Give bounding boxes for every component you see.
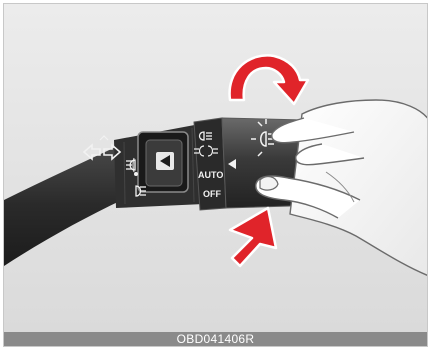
figure-frame: AUTO OFF OBD041406 bbox=[3, 3, 428, 347]
figure-caption: OBD041406R bbox=[4, 332, 427, 346]
off-label: OFF bbox=[203, 189, 221, 199]
combination-switch-illustration: AUTO OFF bbox=[4, 4, 428, 334]
thumb-nail bbox=[260, 177, 278, 191]
indicator-dot bbox=[134, 172, 138, 176]
auto-label: AUTO bbox=[198, 170, 223, 180]
